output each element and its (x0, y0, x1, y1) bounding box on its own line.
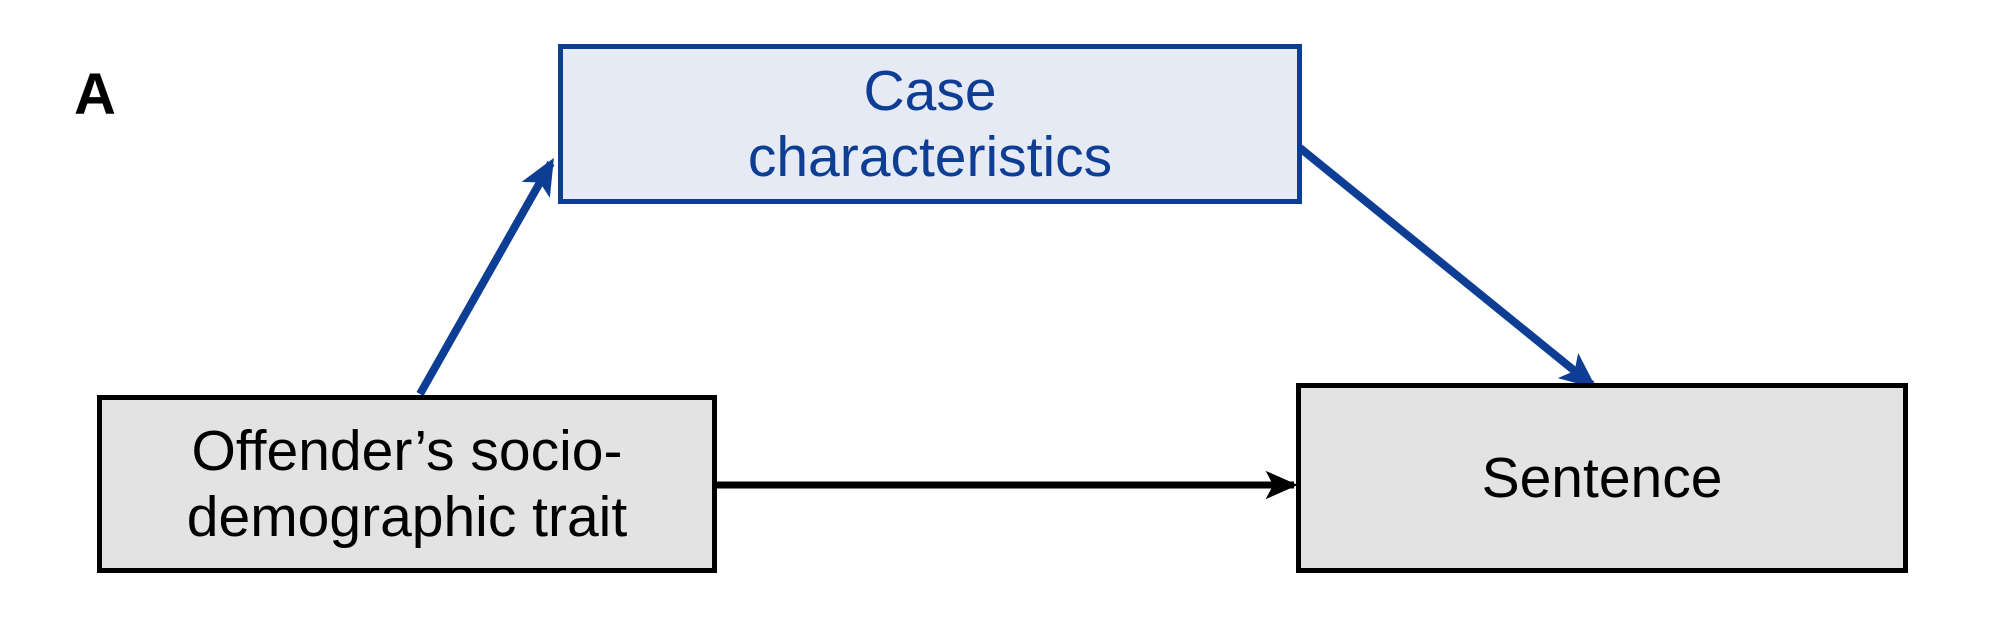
node-sentence[interactable]: Sentence (1296, 383, 1908, 573)
node-case-characteristics[interactable]: Case characteristics (558, 44, 1302, 204)
edge-trait-to-case (416, 157, 555, 396)
node-sentence-label: Sentence (1481, 445, 1723, 510)
node-offender-sociodemographic-trait-label: Offender’s socio- demographic trait (186, 418, 628, 549)
node-offender-sociodemographic-trait[interactable]: Offender’s socio- demographic trait (97, 395, 717, 573)
node-case-characteristics-label: Case characteristics (747, 58, 1113, 189)
panel-label-a: A (74, 62, 116, 127)
edge-case-to-sentence (1297, 144, 1597, 389)
